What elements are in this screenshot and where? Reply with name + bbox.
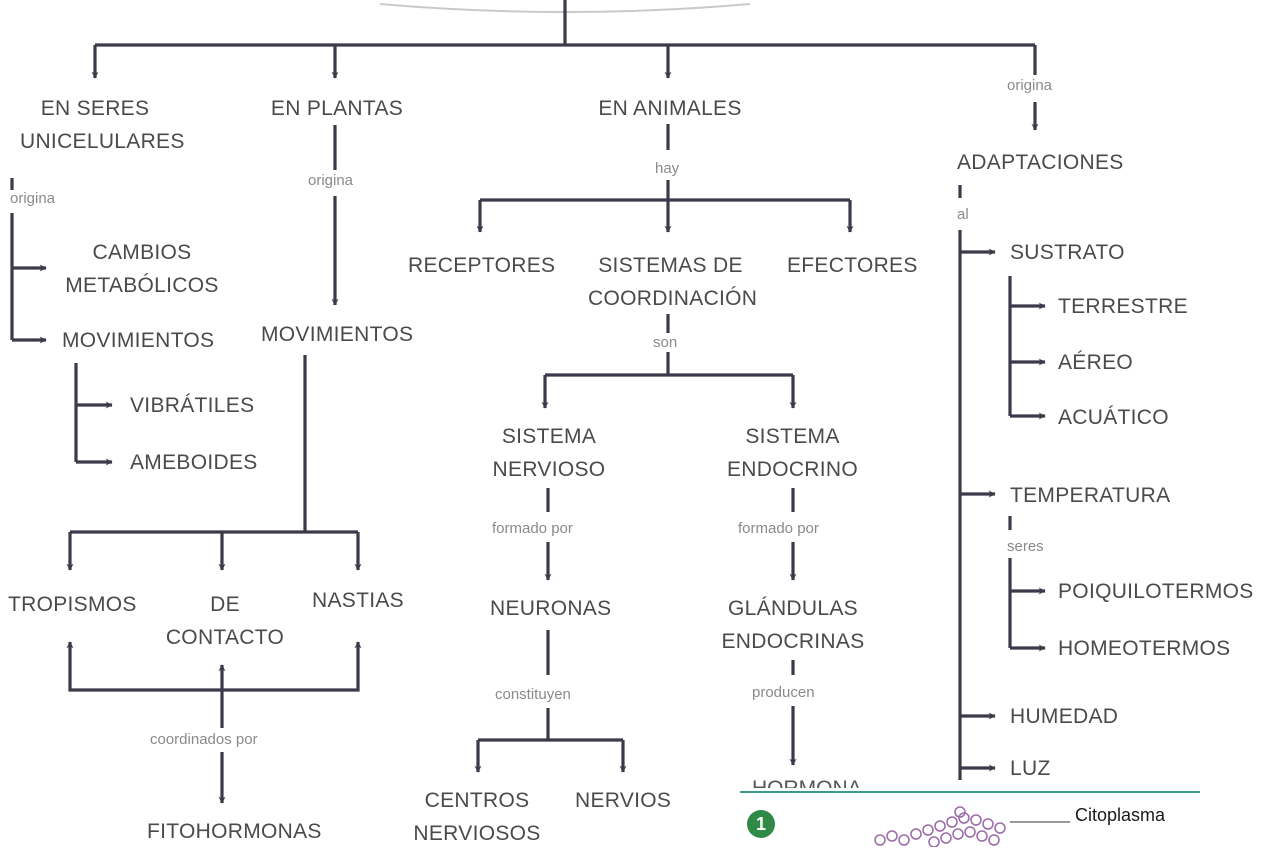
node-temperatura: TEMPERATURA <box>1010 484 1171 507</box>
node-efectores: EFECTORES <box>787 254 918 277</box>
connector-formado-por-endocrino: formado por <box>736 520 821 538</box>
node-centros-nerviosos: CENTROS NERVIOSOS <box>412 784 542 850</box>
node-adaptaciones: ADAPTACIONES <box>957 151 1124 174</box>
connector-seres: seres <box>1005 538 1046 556</box>
node-line: ENDOCRINAS <box>721 630 865 653</box>
node-movimientos-unicelulares: MOVIMIENTOS <box>62 329 215 352</box>
node-line: CENTROS <box>424 789 530 812</box>
node-line: CONTACTO <box>165 626 285 649</box>
node-receptores: RECEPTORES <box>408 254 556 277</box>
node-acuatico: ACUÁTICO <box>1058 406 1169 429</box>
node-de-contacto: DE CONTACTO <box>150 588 300 654</box>
node-line: SISTEMA <box>501 425 597 448</box>
node-line: ENDOCRINO <box>726 458 859 481</box>
node-luz: LUZ <box>1010 757 1051 780</box>
node-line: GLÁNDULAS <box>728 597 858 620</box>
figure-number-badge: 1 <box>747 810 775 838</box>
node-tropismos: TROPISMOS <box>8 593 137 616</box>
connector-son: son <box>651 334 680 352</box>
connector-producen: producen <box>750 684 817 702</box>
citoplasma-label: Citoplasma <box>1075 805 1166 825</box>
node-nastias: NASTIAS <box>312 589 404 612</box>
node-fitohormonas: FITOHORMONAS <box>147 820 322 843</box>
node-aereo: AÉREO <box>1058 351 1134 374</box>
node-line: SISTEMAS DE <box>598 254 743 277</box>
node-line: METABÓLICOS <box>65 274 219 297</box>
node-line: CAMBIOS <box>92 241 192 264</box>
connector-hay: hay <box>653 160 682 178</box>
connector-origina-plantas: origina <box>306 172 356 190</box>
node-nervios: NERVIOS <box>575 789 672 812</box>
node-sustrato: SUSTRATO <box>1010 241 1125 264</box>
node-line: EN SERES <box>40 97 150 120</box>
node-ameboides: AMEBOIDES <box>130 451 258 474</box>
node-en-plantas: EN PLANTAS <box>270 97 404 120</box>
node-line: COORDINACIÓN <box>588 287 758 310</box>
node-terrestre: TERRESTRE <box>1058 295 1188 318</box>
node-sistemas-de-coordinacion: SISTEMAS DE COORDINACIÓN <box>588 249 758 315</box>
node-en-seres-unicelulares: EN SERES UNICELULARES <box>20 92 185 158</box>
connector-al: al <box>955 206 971 224</box>
node-hormonas-cut: HORMONAS <box>752 772 862 788</box>
node-homeotermos: HOMEOTERMOS <box>1058 637 1231 660</box>
node-humedad: HUMEDAD <box>1010 705 1119 728</box>
connector-coordinados-por: coordinados por <box>148 731 260 749</box>
node-line: NERVIOSOS <box>413 822 541 845</box>
connector-origina-adaptaciones: origina <box>1005 77 1055 95</box>
node-movimientos-plantas: MOVIMIENTOS <box>261 323 414 346</box>
node-vibratiles: VIBRÁTILES <box>130 394 255 417</box>
connector-origina-unicelulares: origina <box>8 190 58 208</box>
connector-formado-por-nervioso: formado por <box>490 520 575 538</box>
node-cambios-metabolicos: CAMBIOS METABÓLICOS <box>52 236 232 302</box>
cytoplasm-image <box>874 806 1006 847</box>
node-glandulas-endocrinas: GLÁNDULAS ENDOCRINAS <box>718 592 868 658</box>
node-neuronas: NEURONAS <box>490 597 612 620</box>
node-poiquilotermos: POIQUILOTERMOS <box>1058 580 1254 603</box>
node-sistema-nervioso: SISTEMA NERVIOSO <box>484 420 614 486</box>
node-line: NERVIOSO <box>492 458 606 481</box>
node-en-animales: EN ANIMALES <box>598 97 742 120</box>
node-sistema-endocrino: SISTEMA ENDOCRINO <box>725 420 860 486</box>
node-line: UNICELULARES <box>20 130 185 153</box>
connector-constituyen: constituyen <box>493 686 573 704</box>
node-line: SISTEMA <box>745 425 840 448</box>
node-line: DE <box>210 593 240 616</box>
